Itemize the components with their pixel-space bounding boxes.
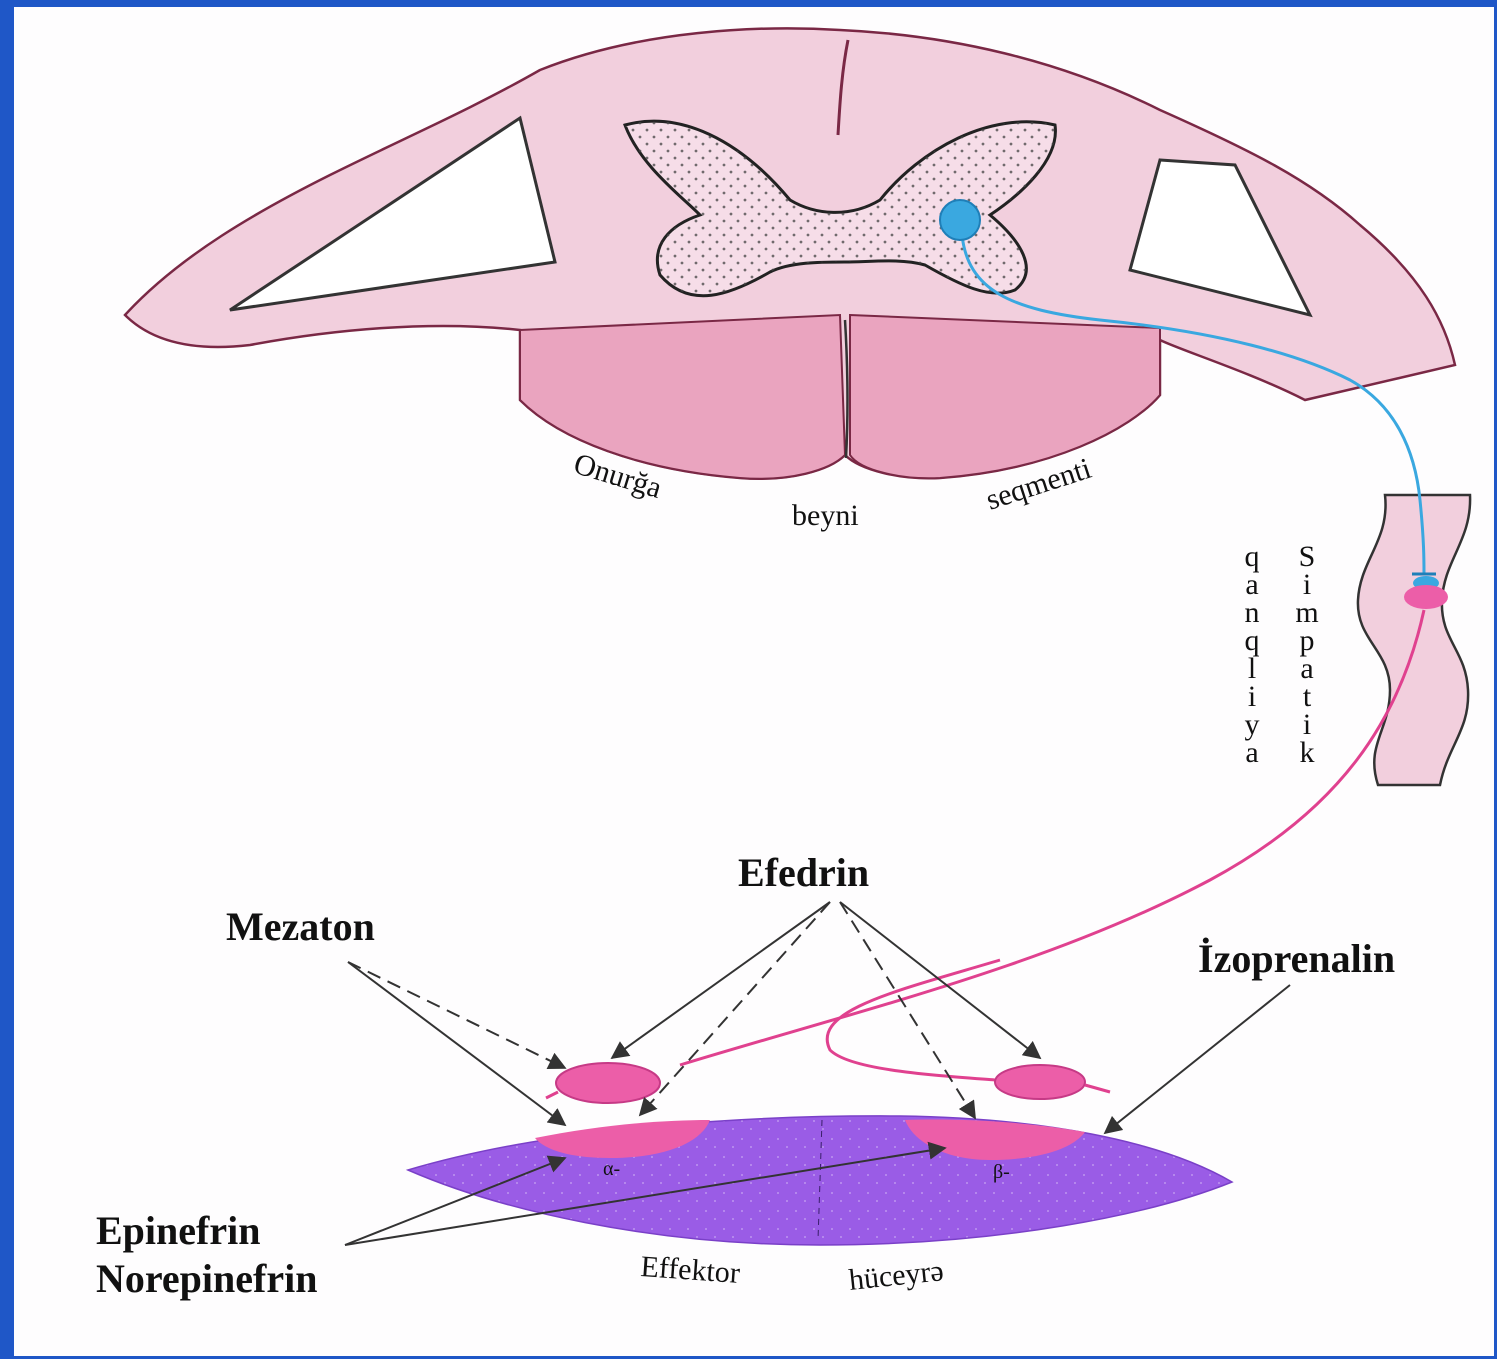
- mezaton-arrows: [348, 962, 565, 1125]
- effector-label-2: hüceyrə: [847, 1254, 945, 1297]
- alpha-receptor-label: α-: [603, 1158, 620, 1180]
- anterior-column-right: [850, 315, 1160, 478]
- izoprenalin-arrow-line: [1105, 985, 1290, 1133]
- ganglion-chain: [1358, 495, 1470, 785]
- varicosity-right: [995, 1065, 1085, 1099]
- efedrin-arrow-4: [840, 902, 1040, 1058]
- beta-receptor-label: β-: [993, 1161, 1010, 1183]
- varicosity-left: [556, 1063, 660, 1103]
- varicosity-right-tail: [1085, 1085, 1110, 1092]
- mezaton-arrow-2: [348, 962, 565, 1125]
- efedrin-arrow-2: [640, 902, 830, 1115]
- mezaton-arrow-1: [348, 962, 565, 1068]
- efedrin-arrow-1: [612, 902, 830, 1058]
- efedrin-arrow-3: [840, 902, 975, 1118]
- ganglion-label-simpatik: Simpatik: [1291, 540, 1324, 764]
- postganglionic-soma: [1404, 585, 1448, 609]
- izoprenalin-label: İzoprenalin: [1198, 936, 1395, 981]
- varicosity-left-tail: [546, 1092, 558, 1098]
- izoprenalin-arrow: [1105, 985, 1290, 1133]
- anterior-column-left: [520, 315, 845, 479]
- mezaton-label: Mezaton: [226, 904, 375, 949]
- efedrin-arrows: [612, 902, 1040, 1118]
- effector-cell: α- β-: [408, 1116, 1232, 1245]
- epinefrin-label: Epinefrin: [96, 1208, 260, 1253]
- spinal-cord-segment: [125, 28, 1455, 478]
- spinal-label-2: beyni: [792, 499, 859, 532]
- norepinefrin-label: Norepinefrin: [96, 1256, 317, 1301]
- efedrin-label: Efedrin: [738, 850, 869, 895]
- effector-label-1: Effektor: [640, 1250, 741, 1290]
- sympathetic-ganglion: [1358, 495, 1470, 785]
- preganglionic-soma: [940, 200, 980, 240]
- ganglion-label-qanqliya: qanqliya: [1236, 540, 1269, 764]
